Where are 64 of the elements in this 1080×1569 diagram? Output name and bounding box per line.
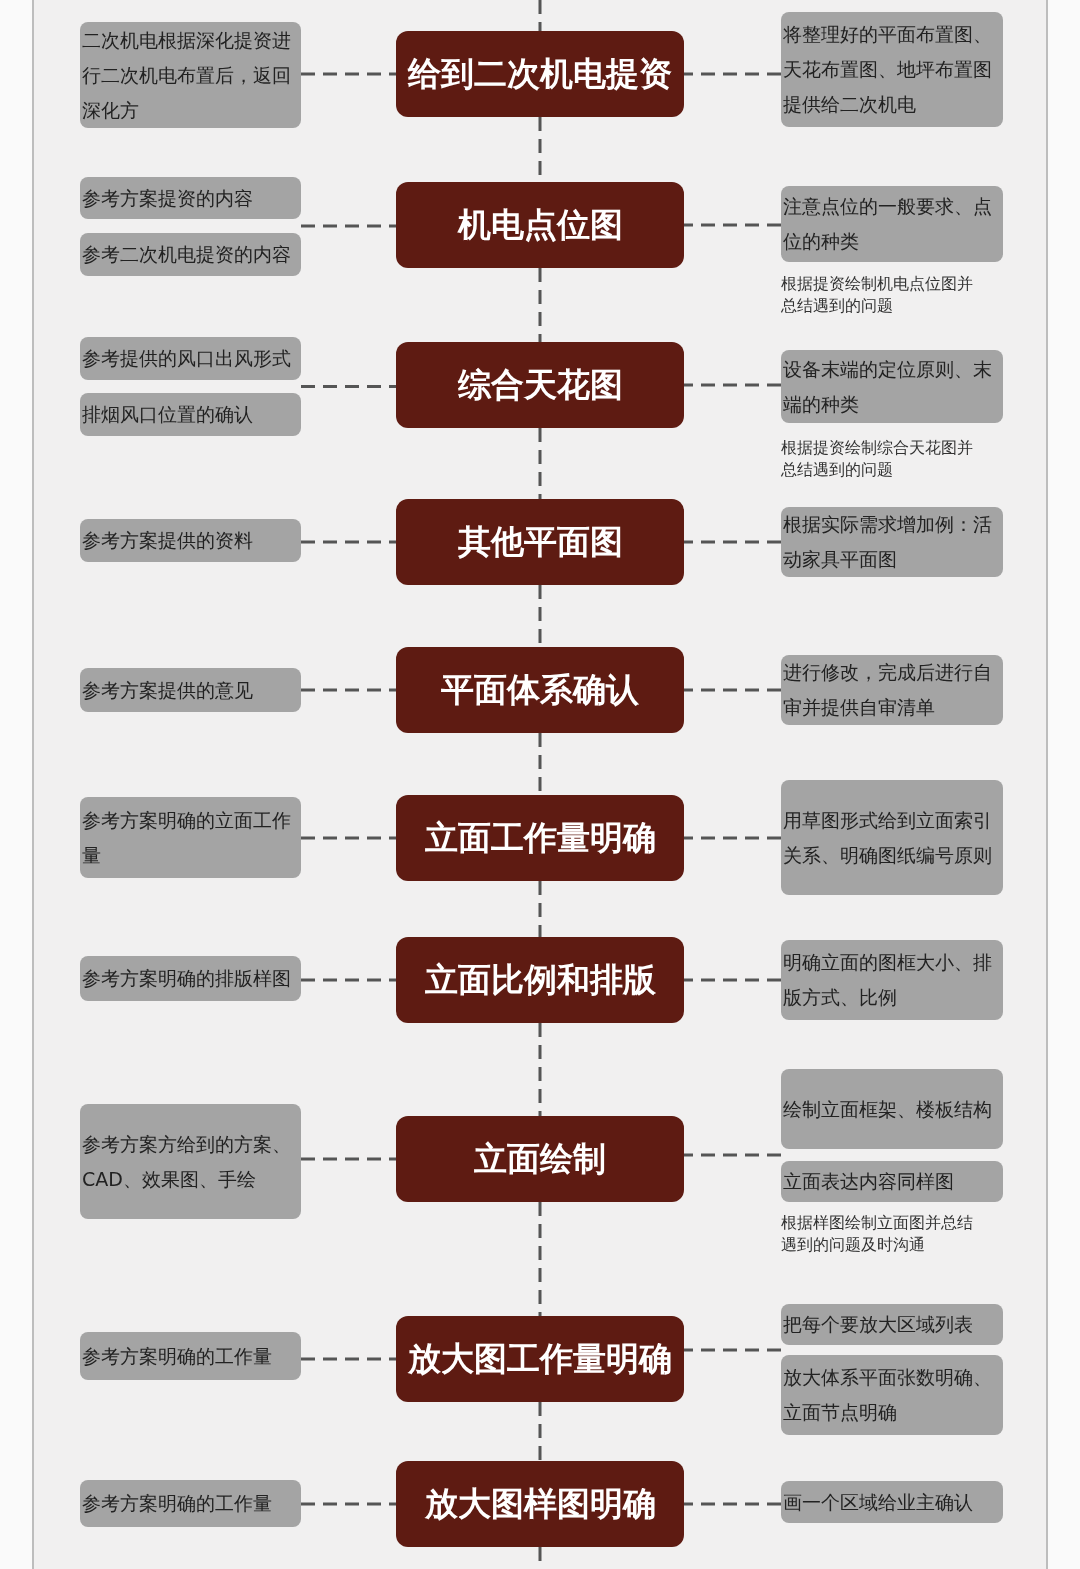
- dashed-connector: [301, 1157, 396, 1161]
- note-box: 排烟风口位置的确认: [80, 393, 301, 436]
- dashed-connector: [684, 1348, 781, 1352]
- note-box: 参考方案提供的资料: [80, 519, 301, 562]
- dashed-connector: [538, 428, 542, 499]
- main-step-box: 综合天花图: [396, 342, 684, 428]
- main-step-box: 放大图工作量明确: [396, 1316, 684, 1402]
- note-box: 绘制立面框架、楼板结构: [781, 1069, 1003, 1149]
- note-box: 参考方案提供的意见: [80, 668, 301, 712]
- dashed-connector: [538, 0, 542, 31]
- dashed-connector: [301, 1502, 396, 1506]
- note-box: 注意点位的一般要求、点位的种类: [781, 186, 1003, 262]
- dashed-connector: [684, 540, 781, 544]
- main-step-box: 平面体系确认: [396, 647, 684, 733]
- dashed-connector: [538, 1402, 542, 1461]
- dashed-connector: [684, 1502, 781, 1506]
- dashed-connector: [684, 688, 781, 692]
- note-box: 二次机电根据深化提资进行二次机电布置后，返回深化方: [80, 22, 301, 128]
- dashed-connector: [538, 1023, 542, 1116]
- dashed-connector: [301, 540, 396, 544]
- note-box: 将整理好的平面布置图、天花布置图、地坪布置图提供给二次机电: [781, 12, 1003, 127]
- note-text: 根据提资绘制综合天花图并总结遇到的问题: [781, 437, 974, 481]
- dashed-connector: [684, 223, 781, 227]
- dashed-connector: [684, 72, 781, 76]
- note-box: 明确立面的图框大小、排版方式、比例: [781, 940, 1003, 1020]
- note-box: 画一个区域给业主确认: [781, 1481, 1003, 1523]
- dashed-connector: [684, 978, 781, 982]
- note-box: 参考方案方给到的方案、CAD、效果图、手绘: [80, 1104, 301, 1219]
- dashed-connector: [301, 72, 396, 76]
- note-box: 参考方案明确的工作量: [80, 1332, 301, 1380]
- main-step-box: 其他平面图: [396, 499, 684, 585]
- note-box: 放大体系平面张数明确、立面节点明确: [781, 1355, 1003, 1435]
- dashed-connector: [684, 1153, 781, 1157]
- main-step-box: 机电点位图: [396, 182, 684, 268]
- note-box: 立面表达内容同样图: [781, 1161, 1003, 1202]
- note-box: 用草图形式给到立面索引关系、明确图纸编号原则: [781, 780, 1003, 895]
- note-box: 设备末端的定位原则、末端的种类: [781, 350, 1003, 423]
- note-box: 根据实际需求增加例：活动家具平面图: [781, 507, 1003, 577]
- dashed-connector: [538, 881, 542, 937]
- note-box: 把每个要放大区域列表: [781, 1304, 1003, 1345]
- dashed-connector: [301, 385, 396, 388]
- dashed-connector: [301, 224, 396, 228]
- main-step-box: 放大图样图明确: [396, 1461, 684, 1547]
- dashed-connector: [301, 1357, 396, 1361]
- main-step-box: 立面绘制: [396, 1116, 684, 1202]
- dashed-connector: [301, 978, 396, 982]
- main-step-box: 立面比例和排版: [396, 937, 684, 1023]
- dashed-connector: [684, 836, 781, 840]
- dashed-connector: [684, 383, 781, 387]
- dashed-connector: [301, 836, 396, 840]
- note-box: 参考方案提资的内容: [80, 177, 301, 219]
- dashed-connector: [538, 268, 542, 342]
- main-step-box: 立面工作量明确: [396, 795, 684, 881]
- note-box: 参考方案明确的排版样图: [80, 956, 301, 1001]
- note-box: 参考提供的风口出风形式: [80, 337, 301, 380]
- note-text: 根据样图绘制立面图并总结遇到的问题及时沟通: [781, 1212, 974, 1256]
- main-step-box: 给到二次机电提资: [396, 31, 684, 117]
- note-box: 参考二次机电提资的内容: [80, 233, 301, 276]
- dashed-connector: [301, 688, 396, 692]
- note-box: 进行修改，完成后进行自审并提供自审清单: [781, 655, 1003, 725]
- note-box: 参考方案明确的工作量: [80, 1480, 301, 1527]
- note-box: 参考方案明确的立面工作量: [80, 797, 301, 878]
- note-text: 根据提资绘制机电点位图并总结遇到的问题: [781, 273, 974, 317]
- dashed-connector: [538, 1202, 542, 1316]
